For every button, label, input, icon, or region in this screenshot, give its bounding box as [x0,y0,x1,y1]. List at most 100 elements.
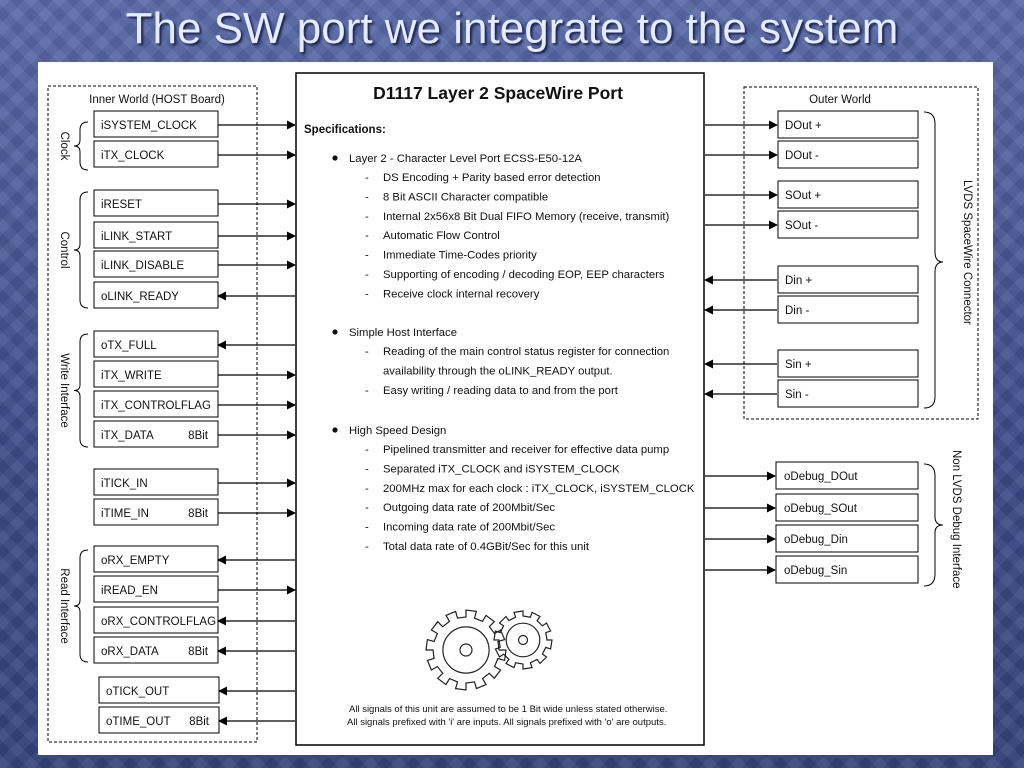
signal-dout: DOut - [705,140,919,169]
dash-icon: - [365,502,369,514]
spec-item: -Receive clock internal recovery [365,288,540,300]
spec-item-text: DS Encoding + Parity based error detecti… [383,172,601,184]
signal-box [93,575,219,603]
signal-label: iTX_WRITE [101,370,162,382]
gear-hub [517,634,529,646]
spec-section-heading: High Speed Design [349,425,446,437]
signal-ilink-start: iLINK_START [93,221,296,249]
signal-box [777,110,919,139]
signal-label: DOut - [785,150,819,162]
footnote-2: All signals prefixed with 'i' are inputs… [347,717,666,728]
signal-label: iTIME_IN [101,508,149,520]
gear-hub [459,643,473,657]
inner-world-frame [47,85,258,743]
signal-width: 8Bit [189,716,210,728]
signal-itx-clock: iTX_CLOCK [93,140,296,168]
signal-label: iTX_CONTROLFLAG [101,400,211,412]
spec-item: -Automatic Flow Control [365,230,500,242]
spec-item-text: Receive clock internal recovery [383,288,540,300]
signal-din: Din - [704,295,919,324]
signal-label: iSYSTEM_CLOCK [101,120,197,132]
signal-odebug-sin: oDebug_Sin [705,555,919,584]
spec-item: -Internal 2x56x8 Bit Dual FIFO Memory (r… [365,211,670,223]
signal-box [93,606,219,634]
signal-label: oDebug_Din [784,534,848,546]
spec-item-text: Internal 2x56x8 Bit Dual FIFO Memory (re… [383,211,670,223]
signal-label: oTX_FULL [101,340,157,352]
spec-item-text: Pipelined transmitter and receiver for e… [383,444,669,456]
signal-box [777,210,919,239]
signal-orx-controlflag: oRX_CONTROLFLAG [93,606,295,634]
spec-item-text: Incoming data rate of 200Mbit/Sec [383,522,555,534]
spec-item-text: 200MHz max for each clock : iTX_CLOCK, i… [383,483,695,495]
lvds-bracket [923,111,944,409]
signal-label: iLINK_DISABLE [101,260,184,272]
bullet-icon [332,329,338,335]
signal-box [93,545,219,573]
signal-odebug-sout: oDebug_SOut [705,493,919,522]
signal-iread-en: iREAD_EN [93,575,296,603]
signal-label: oDebug_DOut [784,471,858,483]
gear-ring [442,626,490,674]
spec-item-text: Reading of the main control status regis… [383,346,669,358]
block-diagram: Inner World (HOST Board) Outer World D11… [47,72,979,746]
dash-icon: - [365,444,369,456]
dash-icon: - [365,483,369,495]
outer-world-title: Outer World [809,94,871,106]
signal-dout: DOut + [705,110,919,139]
spec-item: -Immediate Time-Codes priority [365,250,537,262]
signal-label: SOut - [785,220,818,232]
dash-icon: - [365,385,369,397]
spec-list: Layer 2 - Character Level Port ECSS-E50-… [332,153,695,553]
lvds-connector-label: LVDS SpaceWire Connector [961,180,973,325]
bullet-icon [332,155,338,161]
signal-label: oDebug_SOut [784,503,858,515]
spec-item: -Easy writing / reading data to and from… [365,385,619,397]
signal-label: Sin + [785,359,812,371]
outer-world-frame [743,86,979,420]
debug-interface-label: Non LVDS Debug Interface [950,450,962,589]
signal-label: oDebug_Sin [784,565,847,577]
signal-label: iTICK_IN [101,478,148,490]
signal-box [93,221,219,249]
spec-section-1: Layer 2 - Character Level Port ECSS-E50-… [332,153,670,300]
group-label-read-interface: Read Interface [58,568,70,643]
signal-label: oTIME_OUT [106,716,171,728]
signal-din: Din + [704,265,919,294]
debug-bracket [923,463,944,587]
gear-outline [493,610,553,670]
group-bracket [73,121,89,171]
group-bracket [73,333,89,448]
signal-label: oLINK_READY [101,291,179,303]
spec-section-3: High Speed Design - Pipelined transmitter … [332,425,695,553]
dash-icon: - [365,463,369,475]
signal-label: Din - [785,305,809,317]
signal-label: DOut + [785,120,822,132]
spec-heading: Specifications: [304,124,386,136]
gears-icon [425,609,553,691]
signal-box [93,390,219,418]
signal-box [777,349,919,378]
debug-signals: oDebug_DOut oDebug_SOut oDebug_Din oDebug_S… [705,461,944,587]
signal-odebug-din: oDebug_Din [705,524,919,553]
spec-item-text: Automatic Flow Control [383,230,500,242]
signal-otime-out: oTIME_OUT 8Bit [98,706,295,734]
spec-item-text: Separated iTX_CLOCK and iSYSTEM_CLOCK [383,463,620,475]
footnote-1: All signals of this unit are assumed to … [349,704,667,715]
gear-ring [505,622,541,658]
signal-box [93,110,219,138]
signal-label: Din + [785,275,812,287]
dash-icon: - [365,522,369,534]
signal-label: SOut + [785,190,821,202]
spec-item-text: Supporting of encoding / decoding EOP, E… [383,269,665,281]
signal-box [93,360,219,388]
signal-box [93,420,219,448]
signal-label: oRX_EMPTY [101,555,170,567]
group-label-write-interface: Write Interface [58,353,70,428]
dash-icon: - [365,346,369,358]
signal-itick-in: iTICK_IN [93,468,296,496]
group-label-clock: Clock [58,132,70,161]
signal-box [777,140,919,169]
